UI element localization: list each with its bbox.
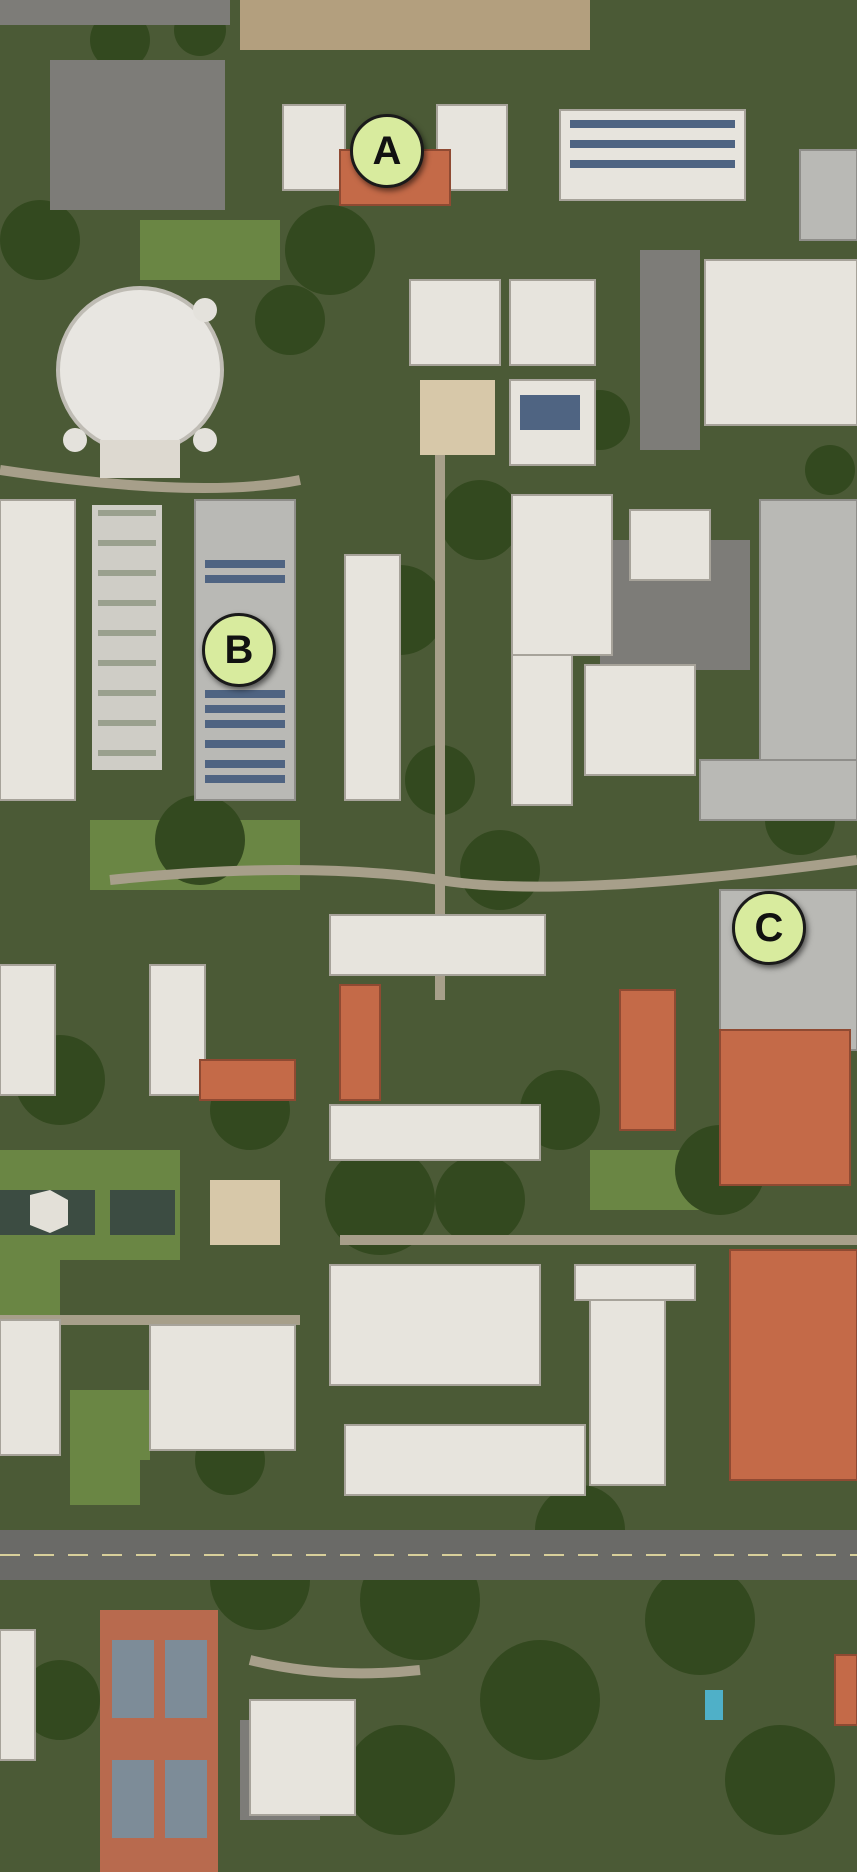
seating-rows <box>98 510 156 756</box>
solar-panels <box>205 120 735 783</box>
marker-label: C <box>754 905 784 950</box>
lawns <box>0 220 720 1505</box>
location-marker-b[interactable]: B <box>202 613 276 687</box>
location-marker-c[interactable]: C <box>732 891 806 965</box>
light-roof-buildings <box>0 104 857 1816</box>
reflecting-pools <box>0 1190 175 1235</box>
dirt-lot <box>240 0 590 50</box>
courtyards <box>210 380 495 1245</box>
marker-label: A <box>372 128 402 173</box>
tennis-courts <box>100 1610 218 1872</box>
marker-label: B <box>224 627 254 672</box>
swimming-pool <box>705 1690 723 1720</box>
location-marker-a[interactable]: A <box>350 114 424 188</box>
walkways <box>0 400 857 1679</box>
main-road <box>0 1530 857 1580</box>
pavilion <box>30 1190 68 1233</box>
domed-building <box>56 286 224 478</box>
terracotta-roof-buildings <box>199 149 857 1726</box>
